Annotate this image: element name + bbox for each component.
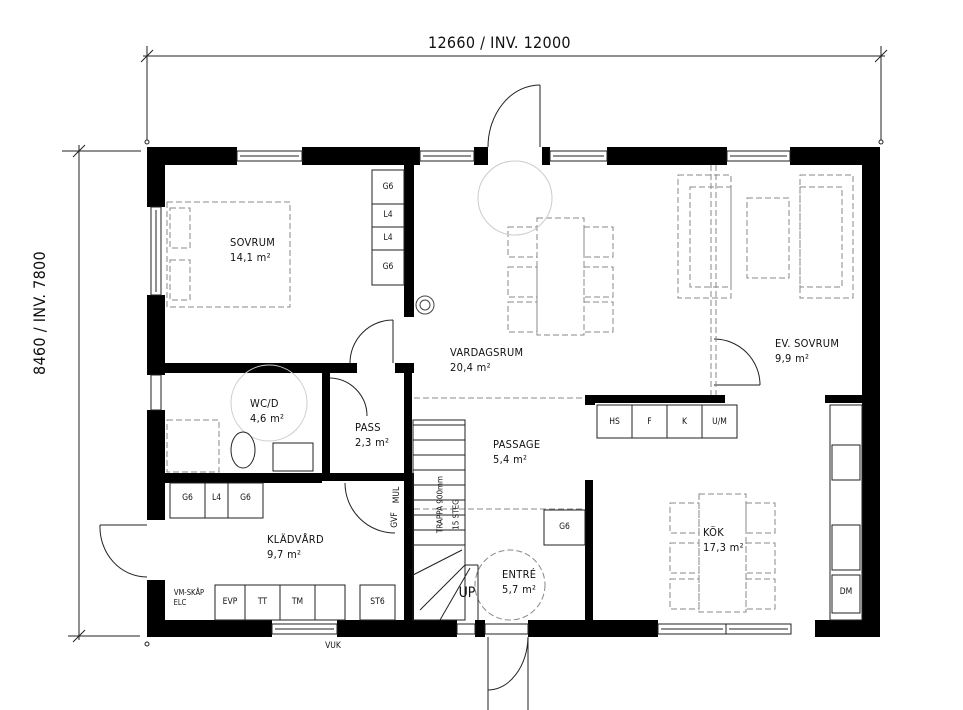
stair-label: TRAPPA 900mm (435, 475, 445, 534)
cabinets (169, 169, 863, 621)
room-name: PASSAGE (493, 438, 541, 451)
windows (150, 150, 792, 635)
furniture (166, 165, 854, 621)
toilet (230, 431, 256, 469)
evp-label: EVP (222, 597, 238, 607)
cabinet-label: G6 (182, 493, 193, 503)
wardrobe-label: L4 (383, 233, 393, 243)
entre-wardrobe-label: G6 (559, 522, 570, 532)
doors (99, 84, 761, 710)
vm-skap-label: VM-SKÅP (173, 588, 205, 597)
room-area: 14,1 m² (230, 251, 271, 264)
width-dimension: 12660 / INV. 12000 (428, 33, 571, 52)
elc-label: ELC (173, 598, 187, 607)
room-area: 5,7 m² (502, 583, 537, 596)
room-name: PASS (355, 421, 381, 434)
room-name: KÖK (703, 526, 725, 539)
dimension-lines (62, 46, 888, 643)
room-name: KLÄDVÅRD (267, 533, 324, 546)
dishwasher-label: DM (839, 587, 853, 597)
room-vardagsrum: VARDAGSRUM 20,4 m² (450, 345, 523, 375)
kitchen-unit-label: K (681, 417, 687, 427)
exterior-walls (147, 147, 880, 637)
mul-label: MUL (392, 486, 402, 504)
cabinet-label: L4 (211, 493, 222, 503)
room-name: EV. SOVRUM (775, 337, 840, 350)
stair-steps-label: 15 STEG (451, 499, 461, 530)
room-kok: KÖK 17,3 m² (703, 525, 744, 555)
room-name: VARDAGSRUM (450, 346, 524, 359)
room-area: 17,3 m² (703, 541, 744, 554)
room-area: 4,6 m² (250, 412, 285, 425)
vuk-label: VUK (325, 641, 341, 651)
kitchen-unit-label: U/M (712, 417, 727, 427)
tt-label: TT (257, 597, 268, 607)
room-area: 9,7 m² (267, 548, 302, 561)
st6-label: ST6 (370, 597, 385, 607)
room-kladvard: KLÄDVÅRD 9,7 m² (267, 532, 324, 562)
kitchen-unit-label: F (647, 417, 652, 427)
staircase (412, 419, 479, 621)
room-passage: PASSAGE 5,4 m² (493, 437, 540, 467)
cabinet-label: G6 (240, 493, 251, 503)
wardrobe-label: L4 (383, 210, 393, 220)
wardrobe-label: G6 (382, 262, 394, 272)
room-area: 2,3 m² (355, 436, 390, 449)
room-name: SOVRUM (230, 236, 276, 249)
stair-up-label: UP (458, 585, 476, 601)
height-dimension: 8460 / INV. 7800 (30, 251, 49, 375)
room-pass: PASS 2,3 m² (355, 420, 389, 450)
room-wc: WC/D 4,6 m² (250, 396, 284, 426)
room-ev-sovrum: EV. SOVRUM 9,9 m² (775, 336, 839, 366)
kitchen-unit-label: HS (609, 417, 620, 427)
room-name: ENTRÉ (502, 568, 537, 581)
interior-walls (147, 147, 865, 623)
tm-label: TM (291, 597, 304, 607)
room-name: WC/D (250, 397, 279, 410)
room-sovrum: SOVRUM 14,1 m² (230, 235, 275, 265)
wardrobe-label: G6 (382, 182, 394, 192)
room-area: 5,4 m² (493, 453, 528, 466)
room-entre: ENTRÉ 5,7 m² (502, 567, 536, 597)
room-area: 20,4 m² (450, 361, 491, 374)
room-area: 9,9 m² (775, 352, 810, 365)
